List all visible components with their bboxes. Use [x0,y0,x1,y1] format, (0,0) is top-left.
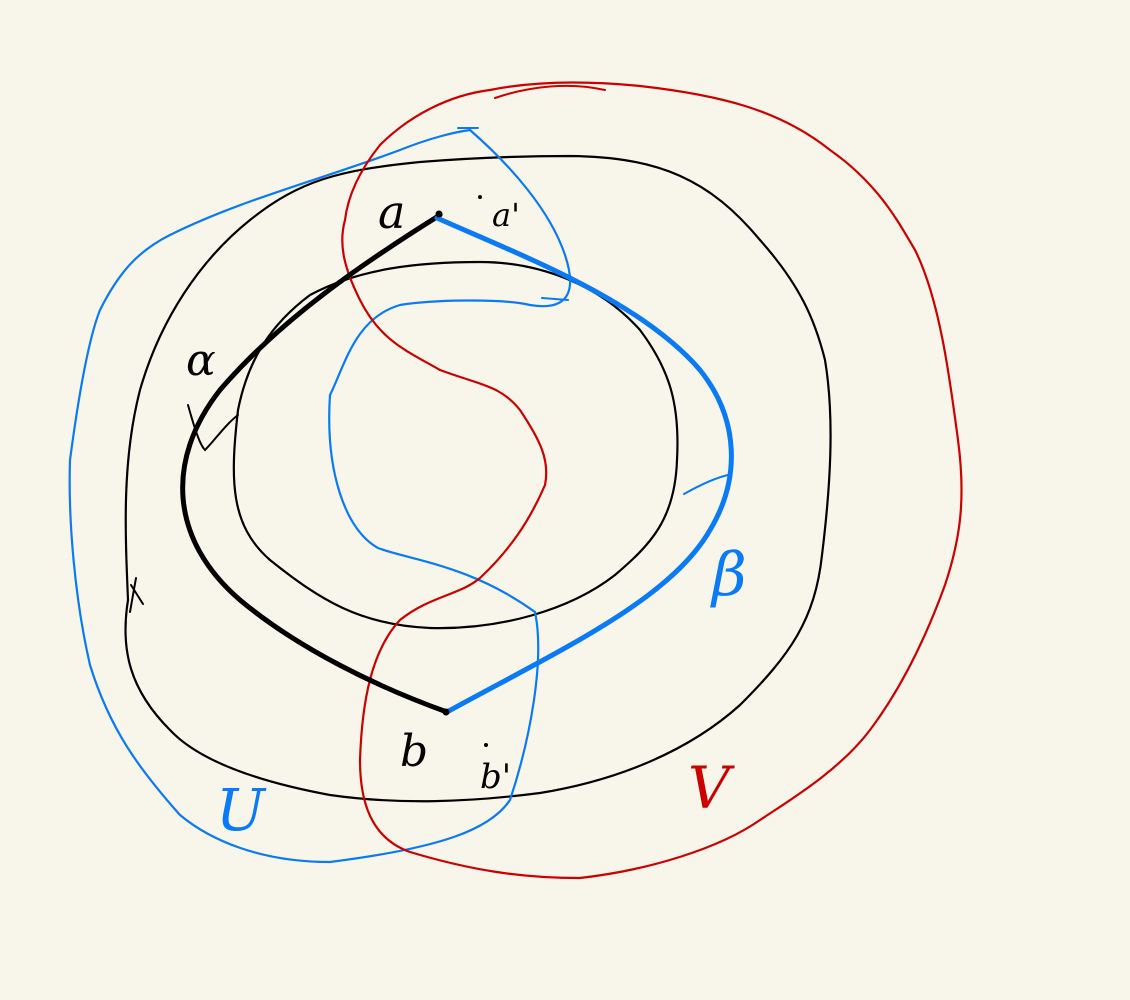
point-a-label: a [378,185,405,239]
region-v-stroke-mark [494,84,606,99]
point-b-prime-dot [484,743,488,747]
path-alpha [180,212,450,715]
outer-boundary-tick [129,577,144,613]
beta-tick-mark [683,474,729,495]
path-beta-label: β [710,540,747,610]
annulus-inner-boundary [232,260,679,630]
region-u-stroke-mark [457,127,569,301]
point-b-label: b [400,726,428,777]
point-a-prime-label: a' [492,196,520,234]
point-a-prime-dot [478,195,482,199]
path-beta [434,215,734,715]
point-b-prime-label: b' [480,757,511,797]
path-alpha-label: α [186,335,216,386]
annulus-outer-boundary [124,154,832,803]
set-v-label: V [688,754,735,822]
point-b-dot [442,708,450,716]
point-a-dot [435,210,443,218]
region-v-boundary [341,81,963,880]
alpha-tick-mark [187,404,239,452]
region-u-boundary [68,128,572,864]
set-u-label: U [216,776,267,844]
